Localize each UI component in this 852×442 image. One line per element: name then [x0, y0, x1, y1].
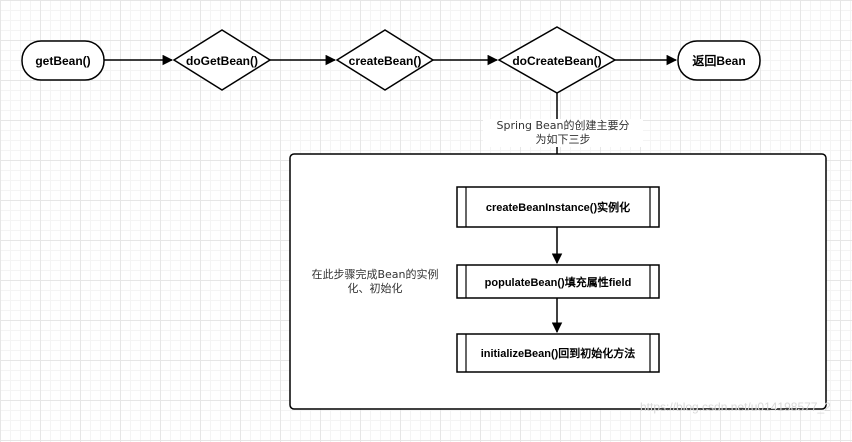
creation-annotation-line1: Spring Bean的创建主要分 — [496, 119, 630, 132]
do-get-bean-label: doGetBean() — [186, 53, 258, 68]
create-bean-label: createBean() — [348, 53, 422, 68]
create-bean-node — [335, 29, 435, 91]
return-bean-label: 返回Bean — [692, 54, 746, 68]
step-create-instance-label: createBeanInstance()实例化 — [485, 202, 631, 214]
step-populate-label: populateBean()填充属性field — [484, 276, 632, 289]
step-populate-box — [456, 264, 660, 299]
watermark-text: https://blog.csdn.net/u014198577_2 — [640, 400, 831, 414]
side-note: 在此步骤完成Bean的实例 化、初始化 — [300, 268, 450, 296]
side-note-line2: 化、初始化 — [347, 282, 403, 295]
side-note-line1: 在此步骤完成Bean的实例 — [311, 268, 439, 281]
return-bean-node — [677, 40, 761, 81]
step-create-instance-box — [456, 186, 660, 228]
creation-annotation: Spring Bean的创建主要分 为如下三步 — [483, 119, 643, 147]
get-bean-label: getBean() — [35, 53, 91, 68]
do-create-bean-label: doCreateBean() — [512, 53, 602, 68]
do-get-bean-node — [172, 29, 272, 91]
step-initialize-label: initializeBean()回到初始化方法 — [480, 348, 636, 360]
step-initialize-box — [456, 333, 660, 373]
creation-annotation-line2: 为如下三步 — [535, 133, 591, 146]
